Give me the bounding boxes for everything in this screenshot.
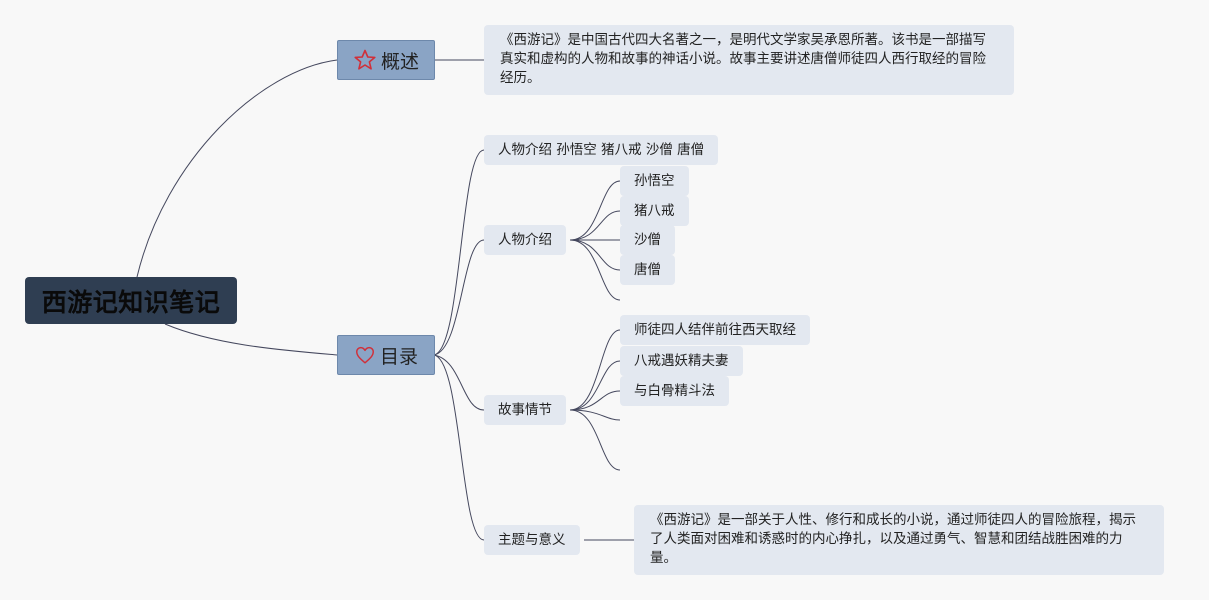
link-contents-characters xyxy=(433,239,485,356)
character-item[interactable]: 唐僧 xyxy=(620,255,675,285)
link-plot-1 xyxy=(569,329,621,411)
topic-contents-label: 目录 xyxy=(379,345,418,368)
link-char-4 xyxy=(569,239,621,271)
plot-item[interactable]: 八戒遇妖精夫妻 xyxy=(620,346,743,376)
theme-text[interactable]: 《西游记》是一部关于人性、修行和成长的小说，通过师徒四人的冒险旅程，揭示了人类面… xyxy=(634,505,1164,575)
link-char-1 xyxy=(569,180,621,241)
link-plot-5 xyxy=(569,409,621,471)
link-root-contents xyxy=(164,323,338,356)
characters-topic[interactable]: 人物介绍 xyxy=(484,225,566,255)
star-icon xyxy=(354,49,376,70)
link-plot-2 xyxy=(569,360,621,411)
heart-icon xyxy=(356,346,374,364)
plot-item[interactable]: 师徒四人结伴前往西天取经 xyxy=(620,315,810,345)
theme-topic[interactable]: 主题与意义 xyxy=(484,525,580,555)
character-item[interactable]: 猪八戒 xyxy=(620,196,689,226)
topic-overview[interactable]: 概述 xyxy=(337,40,435,80)
topic-overview-label: 概述 xyxy=(380,50,419,73)
link-contents-summary xyxy=(433,149,485,356)
characters-summary[interactable]: 人物介绍 孙悟空 猪八戒 沙僧 唐僧 xyxy=(484,135,719,165)
topic-contents[interactable]: 目录 xyxy=(337,335,435,375)
plot-item[interactable]: 与白骨精斗法 xyxy=(620,376,729,406)
link-plot-4 xyxy=(569,409,621,421)
link-char-2 xyxy=(569,210,621,241)
plot-topic[interactable]: 故事情节 xyxy=(484,395,566,425)
link-plot-3 xyxy=(569,390,621,411)
overview-text[interactable]: 《西游记》是中国古代四大名著之一，是明代文学家吴承恩所著。该书是一部描写真实和虚… xyxy=(484,25,1014,95)
link-contents-theme xyxy=(433,354,485,541)
root-topic[interactable]: 西游记知识笔记 xyxy=(25,277,237,324)
link-char-5 xyxy=(569,239,621,301)
link-contents-plot xyxy=(433,354,485,411)
link-root-overview xyxy=(136,59,338,278)
character-item[interactable]: 孙悟空 xyxy=(620,166,689,196)
character-item[interactable]: 沙僧 xyxy=(620,225,675,255)
